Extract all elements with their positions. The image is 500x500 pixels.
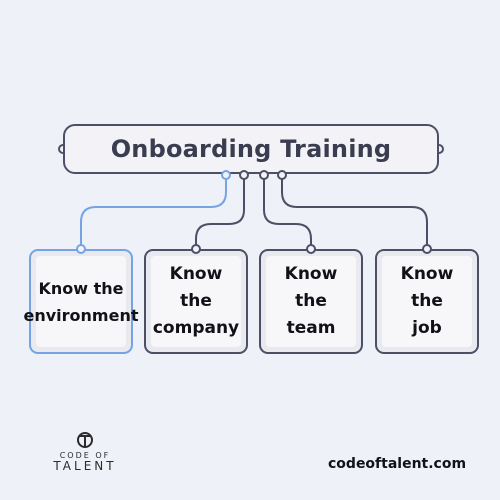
logo-line-1: CODE OF: [59, 451, 111, 460]
title-box: Onboarding Training: [63, 124, 439, 174]
connector-team: [263, 175, 312, 249]
card-company: Know the company: [144, 249, 248, 354]
logo-mark-icon: [77, 432, 93, 448]
logo-line-2: TALENT: [53, 459, 117, 473]
card-label: Know the environment: [23, 278, 139, 325]
card-label: Know the company: [152, 264, 240, 338]
card-team: Know the team: [259, 249, 363, 354]
card-job: Know the job: [375, 249, 479, 354]
connector-job: [281, 175, 428, 249]
card-label: Know the team: [284, 264, 338, 338]
diagram-title: Onboarding Training: [110, 135, 392, 163]
website-url: codeoftalent.com: [328, 456, 467, 472]
company-logo: CODE OF TALENT: [48, 431, 122, 477]
connector-company: [195, 175, 245, 249]
connector-environment: [80, 175, 227, 249]
card-environment: Know the environment: [24, 249, 139, 354]
card-label: Know the job: [400, 264, 454, 338]
